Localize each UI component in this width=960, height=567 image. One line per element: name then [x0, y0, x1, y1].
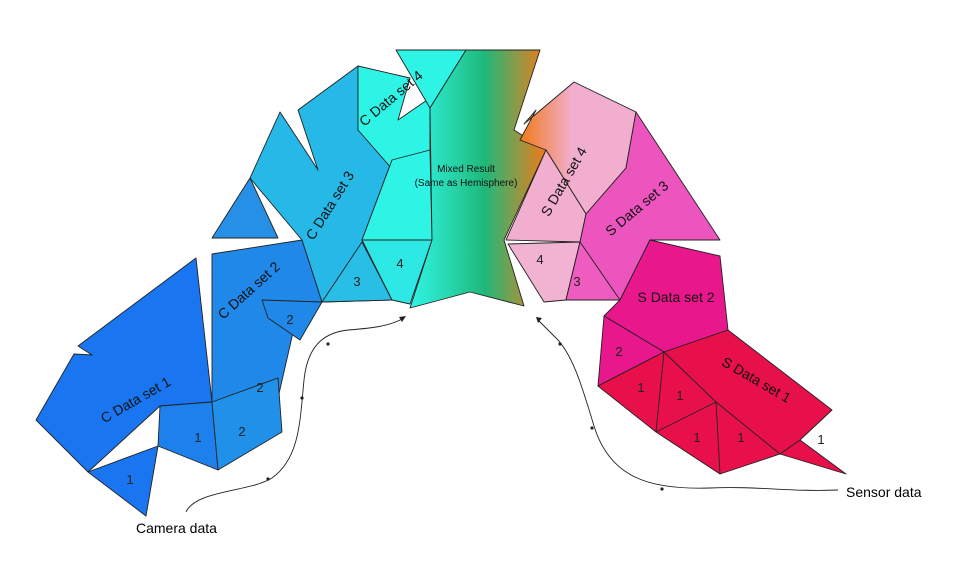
c1-tab-triangle	[87, 445, 159, 517]
c2-number-c: 2	[286, 312, 293, 327]
camera-flow-dot-1	[266, 477, 270, 481]
mixed-result	[409, 49, 547, 309]
c1-number-a: 1	[126, 472, 133, 487]
sensor-flow-path	[536, 317, 839, 491]
c1-lower-triangle	[157, 401, 219, 471]
s1-fold-line-3	[655, 401, 717, 433]
s1-number-b: 1	[676, 388, 683, 403]
s1-fold-line-4	[715, 401, 721, 475]
sensor-flow-arrowhead	[536, 317, 542, 323]
sensor-flow-dot-2	[590, 426, 594, 430]
sensor-flow-dot-3	[558, 342, 562, 346]
s2-label: S Data set 2	[637, 289, 714, 305]
mixed-result-shape	[409, 49, 547, 309]
s1-number-d: 1	[737, 430, 744, 445]
camera-flow-dot-3	[326, 342, 330, 346]
camera-flow-curve	[185, 317, 405, 513]
c4-number: 4	[396, 256, 403, 271]
c2-notch-face	[261, 299, 323, 341]
camera-data-caption: Camera data	[136, 520, 217, 536]
s3-lower-triangle	[565, 241, 621, 301]
c2-number-a: 2	[238, 424, 245, 439]
s-data-set-4	[505, 81, 637, 303]
camera-flow-path	[185, 316, 406, 513]
c1-number-b: 1	[194, 430, 201, 445]
s-data-set-1	[597, 329, 847, 475]
s1-fold-line-6	[779, 439, 801, 455]
s1-fold-line-1	[655, 351, 665, 433]
s1-fold-line-2	[663, 351, 717, 403]
c3-number: 3	[353, 274, 360, 289]
s1-number-e: 1	[817, 432, 824, 447]
c3-left-wing	[211, 177, 279, 239]
s1-number-a: 1	[637, 380, 644, 395]
c-data-set-1	[35, 257, 219, 517]
s4-number: 4	[536, 252, 543, 267]
sensor-flow-curve	[537, 319, 839, 491]
s1-fold-line-5	[715, 401, 781, 455]
s2-number: 2	[615, 344, 622, 359]
s3-number: 3	[573, 274, 580, 289]
s-data-set-3	[565, 111, 721, 301]
mixed-result-line2: (Same as Hemisphere)	[415, 178, 518, 189]
c2-number-b: 2	[256, 380, 263, 395]
s1-main-face	[597, 329, 847, 475]
c-data-set-4	[357, 49, 467, 305]
c4-lower-triangle	[361, 239, 433, 305]
c-data-set-2	[211, 239, 323, 471]
c2-lower-face	[211, 377, 283, 471]
mixed-result-line1: Mixed Result	[437, 164, 495, 175]
camera-flow-dot-2	[300, 396, 304, 400]
camera-flow-arrowhead	[399, 316, 406, 322]
sensor-flow-dot-1	[660, 487, 664, 491]
sensor-data-caption: Sensor data	[846, 484, 922, 500]
s1-number-c: 1	[693, 430, 700, 445]
c-data-set-3	[211, 65, 393, 303]
